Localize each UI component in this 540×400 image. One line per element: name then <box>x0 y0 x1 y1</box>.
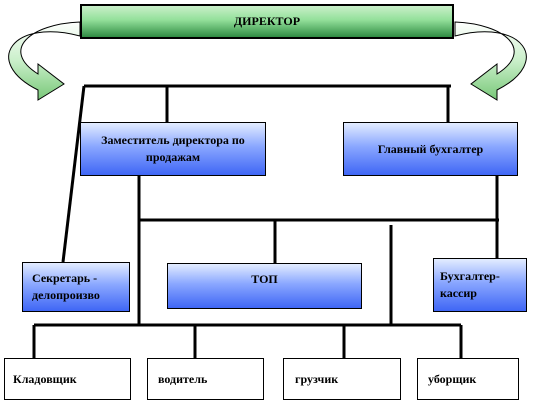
loader-label: грузчик <box>295 371 339 386</box>
top-label: ТОП <box>251 272 278 286</box>
driver-label: водитель <box>158 371 208 386</box>
accountant-cashier-label: Бухгалтер-кассир <box>440 269 500 300</box>
curved-arrow-left-icon <box>8 21 81 101</box>
cleaner-label: уборщик <box>428 371 477 386</box>
driver-box: водитель <box>147 358 264 400</box>
secretary-label: Секретарь - делопроизво <box>32 271 100 302</box>
secretary-box: Секретарь - делопроизво <box>22 262 130 312</box>
director-box: ДИРЕКТОР <box>80 4 454 39</box>
storekeeper-box: Кладовщик <box>4 358 131 400</box>
secretary-link-line <box>61 85 86 263</box>
storekeeper-label: Кладовщик <box>13 371 77 386</box>
director-label: ДИРЕКТОР <box>233 14 301 28</box>
chief-accountant-label: Главный бухгалтер <box>377 141 484 156</box>
top-box: ТОП <box>167 263 362 309</box>
deputy-sales-label: Заместитель директора по продажам <box>101 133 245 164</box>
accountant-cashier-box: Бухгалтер-кассир <box>433 258 527 312</box>
deputy-sales-box: Заместитель директора по продажам <box>80 122 266 176</box>
cleaner-box: уборщик <box>417 358 519 400</box>
loader-box: грузчик <box>283 358 401 400</box>
curved-arrow-right-icon <box>454 21 527 101</box>
chief-accountant-box: Главный бухгалтер <box>343 122 518 176</box>
